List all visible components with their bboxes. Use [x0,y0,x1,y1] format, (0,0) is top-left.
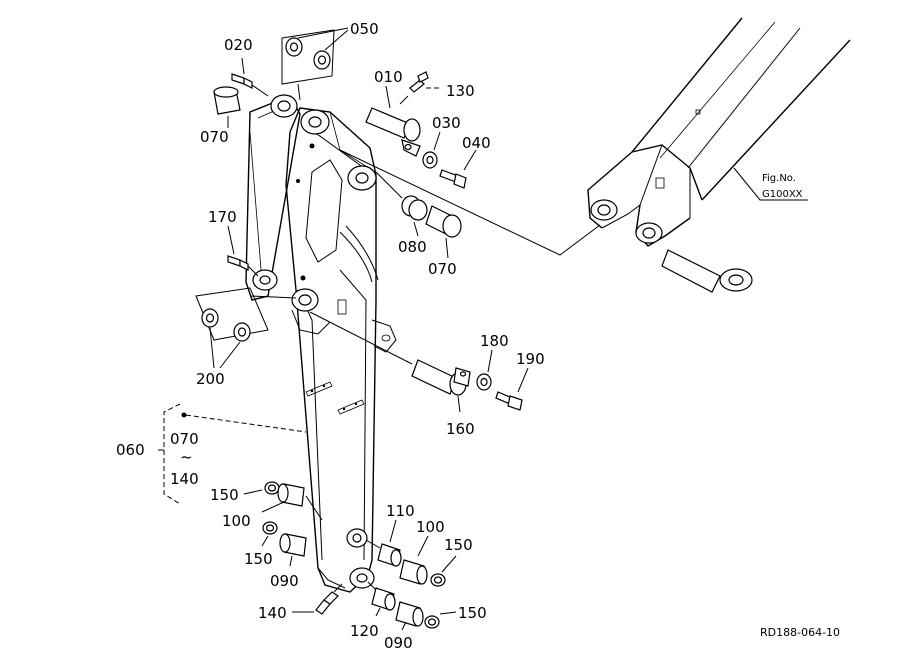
part-160-pin [309,311,471,413]
part-050-shims [281,27,349,101]
part-170-grease-fitting [227,225,259,277]
part-140-grease-fitting [292,583,343,615]
part-110-bushing [377,519,402,567]
label-190: 190 [516,350,545,368]
label-090-a: 090 [270,572,299,590]
label-150-b: 150 [244,550,273,568]
label-070-upper: 070 [200,128,229,146]
part-040-bolt [439,149,477,189]
label-150-d: 150 [458,604,487,622]
label-080: 080 [398,238,427,256]
part-080-bushing [401,195,428,237]
label-040: 040 [462,134,491,152]
label-010: 010 [374,68,403,86]
label-150-c: 150 [444,536,473,554]
part-090-bushing-a [279,533,307,567]
label-090-b: 090 [384,634,413,652]
label-130: 130 [446,82,475,100]
label-020: 020 [224,36,253,54]
part-090-bushing-b [395,601,424,631]
label-070-kit: 070 [170,430,199,448]
part-190-bolt [495,367,529,411]
arm-body [245,94,397,593]
label-030: 030 [432,114,461,132]
part-030-washer [422,131,441,169]
label-170: 170 [208,208,237,226]
part-180-washer [476,349,493,391]
leader-lower-bottom-boss [367,581,377,591]
part-150-seal-c [430,555,457,587]
part-020-grease-fitting [231,57,269,97]
label-070-middle: 070 [428,260,457,278]
label-140-b: 140 [258,604,287,622]
part-070-bushing-upper [213,86,241,128]
part-100-bushing-b [399,535,429,585]
part-120-bushing [371,587,396,617]
drawing-code: RD188-064-10 [760,626,840,639]
part-150-seal-b [261,521,278,547]
label-140-kit: 140 [170,470,199,488]
part-150-seal-d [424,611,457,629]
leader-middle-bushings [375,171,403,199]
part-200-shims [195,287,297,369]
leader-bushing-a [305,495,323,521]
label-tilde: ~ [180,448,193,466]
leader-upper-bottom-boss [365,539,381,549]
label-200: 200 [196,370,225,388]
connection-leader [339,149,601,256]
label-050: 050 [350,20,379,38]
part-070-bushing-middle [425,205,462,259]
part-150-seal-a [243,481,280,495]
label-060: 060 [116,441,145,459]
part-010-pin [365,85,421,157]
part-060-kit-bracket [158,403,307,505]
fig-code-label: G100XX [762,189,803,200]
part-100-bushing-a [261,483,305,513]
label-110: 110 [386,502,415,520]
fig-no-label: Fig.No. [762,173,796,184]
label-120: 120 [350,622,379,640]
label-160: 160 [446,420,475,438]
label-100-b: 100 [416,518,445,536]
boom-assembly [587,17,851,293]
label-100-a: 100 [222,512,251,530]
label-150-a: 150 [210,486,239,504]
part-130-fitting [399,71,442,105]
label-180: 180 [480,332,509,350]
